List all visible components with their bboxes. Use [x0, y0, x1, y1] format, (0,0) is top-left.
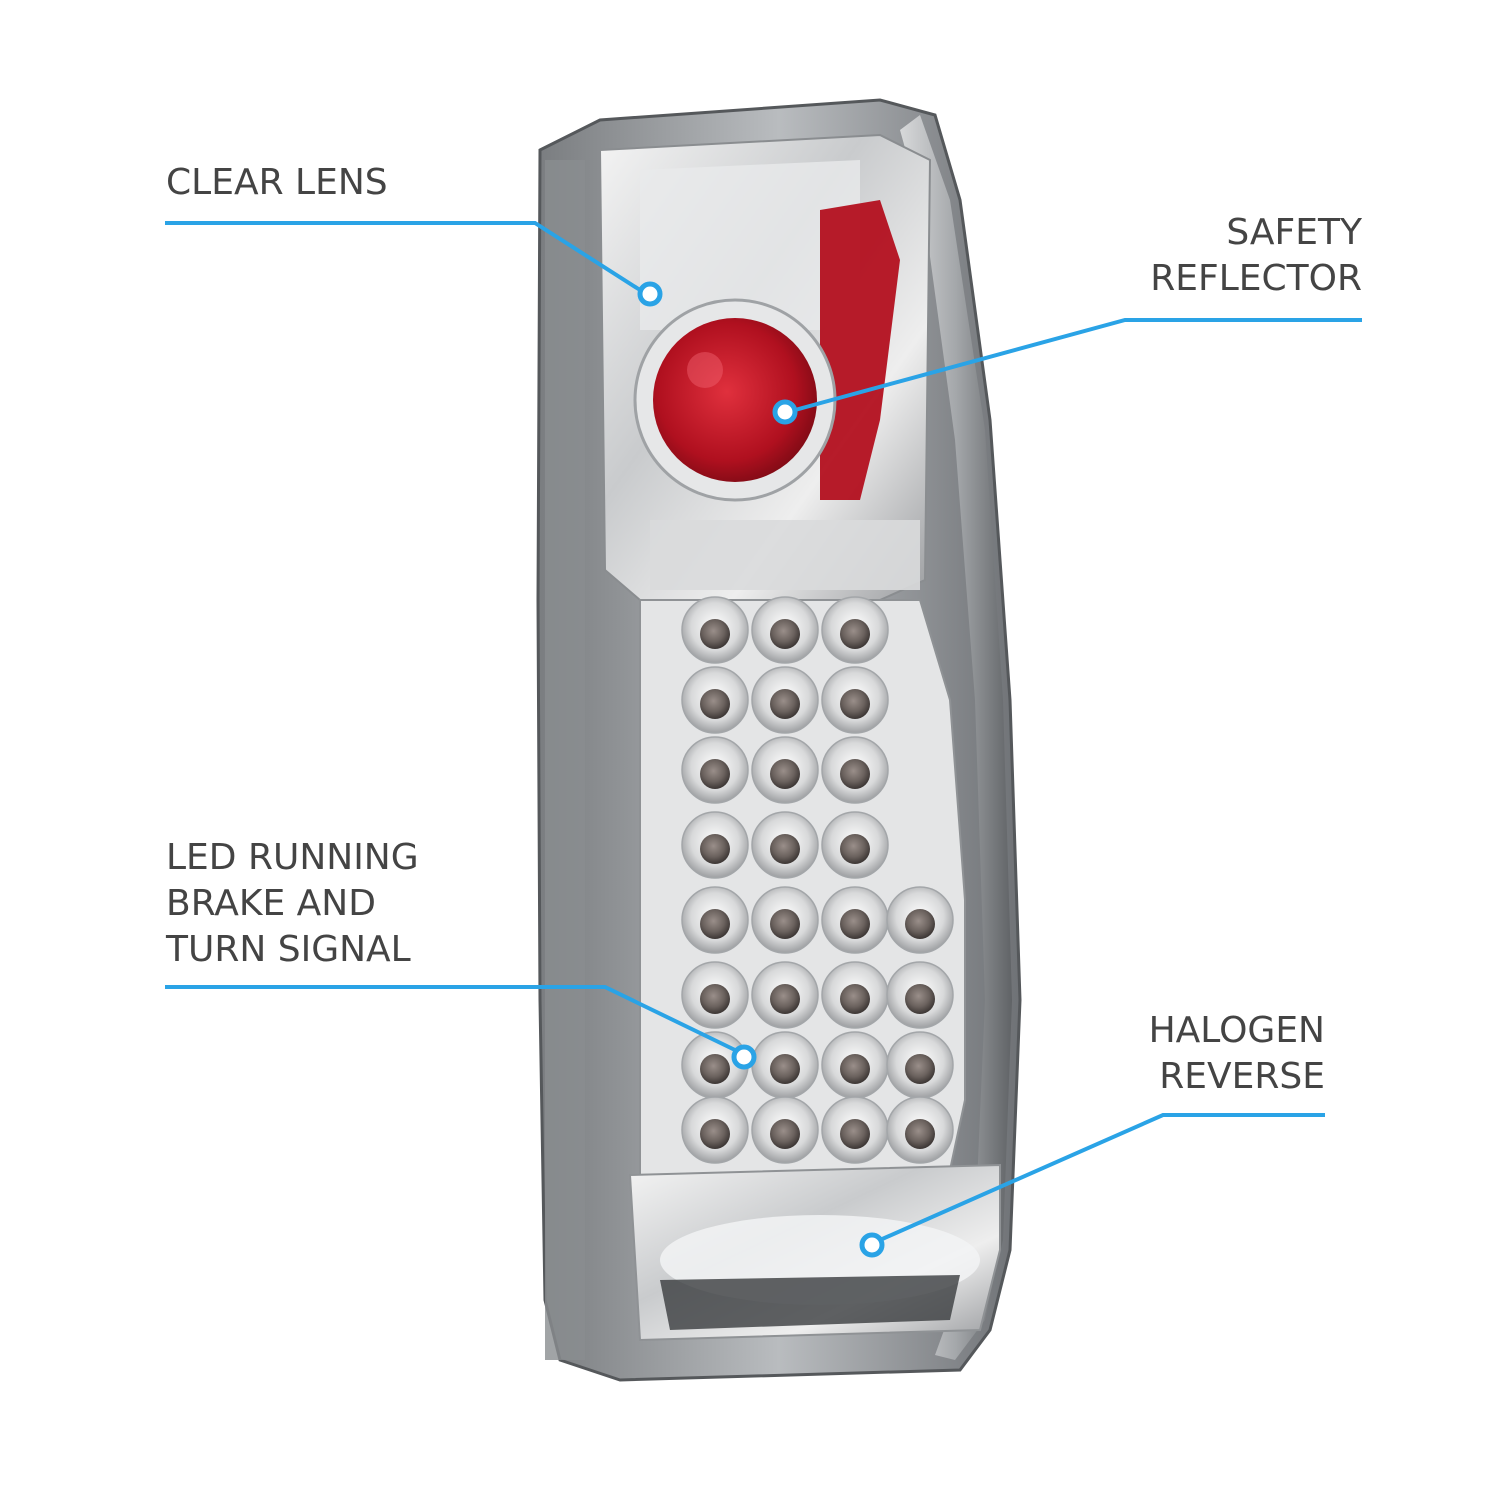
led-array	[681, 596, 954, 1164]
led-bulb	[905, 1054, 935, 1084]
safety-reflector-dot	[772, 399, 798, 425]
led-bulb	[770, 1119, 800, 1149]
led-running-label-line-3: TURN SIGNAL	[166, 929, 411, 970]
led-bulb	[905, 909, 935, 939]
led-bulb	[840, 984, 870, 1014]
led-bulb	[770, 1054, 800, 1084]
led-running-label-line-1: LED RUNNING	[166, 837, 419, 878]
safety-reflector-label-line-2: REFLECTOR	[1150, 258, 1362, 299]
led-bulb	[770, 689, 800, 719]
led-bulb	[700, 1119, 730, 1149]
led-panel	[639, 596, 966, 1177]
clear-lens-label: CLEAR LENS	[166, 160, 388, 206]
led-bulb	[840, 689, 870, 719]
led-running-leader-line	[165, 985, 736, 1052]
led-running-label-line-2: BRAKE AND	[166, 883, 376, 924]
led-bulb	[700, 909, 730, 939]
callout-dots	[637, 281, 885, 1258]
led-bulb	[700, 1054, 730, 1084]
led-bulb	[700, 984, 730, 1014]
halogen-reverse-leader-line	[879, 1113, 1325, 1242]
led-bulb	[700, 834, 730, 864]
halogen-reverse-label-line-1: HALOGEN	[1148, 1010, 1325, 1051]
led-bulb	[840, 909, 870, 939]
led-bulb	[770, 834, 800, 864]
led-bulb	[770, 619, 800, 649]
led-bulb	[840, 1054, 870, 1084]
led-bulb	[770, 984, 800, 1014]
clear-lens-dot	[637, 281, 663, 307]
led-bulb	[770, 909, 800, 939]
safety-reflector-label-line-1: SAFETY	[1226, 212, 1362, 253]
halogen-reverse-dot	[859, 1232, 885, 1258]
led-bulb	[770, 759, 800, 789]
led-bulb	[905, 984, 935, 1014]
led-bulb	[840, 834, 870, 864]
led-bulb	[840, 619, 870, 649]
led-bulb	[700, 619, 730, 649]
led-bulb	[840, 1119, 870, 1149]
halogen-reverse-label: HALOGEN REVERSE	[1080, 1008, 1325, 1100]
led-bulb	[905, 1119, 935, 1149]
reverse-lamp-section	[628, 1163, 1001, 1342]
led-running-dot	[731, 1044, 757, 1070]
led-bulb	[700, 689, 730, 719]
safety-reflector-label: SAFETY REFLECTOR	[1100, 210, 1362, 302]
callout-lines	[165, 221, 1362, 1242]
led-bulb	[700, 759, 730, 789]
clear-lens-leader-line	[165, 221, 642, 292]
safety-reflector-leader-line	[794, 318, 1362, 412]
led-running-label: LED RUNNING BRAKE AND TURN SIGNAL	[166, 835, 419, 973]
led-bulb	[840, 759, 870, 789]
halogen-reverse-label-line-2: REVERSE	[1159, 1056, 1325, 1097]
safety-reflector	[633, 200, 900, 502]
clear-lens-label-line-1: CLEAR LENS	[166, 162, 388, 203]
